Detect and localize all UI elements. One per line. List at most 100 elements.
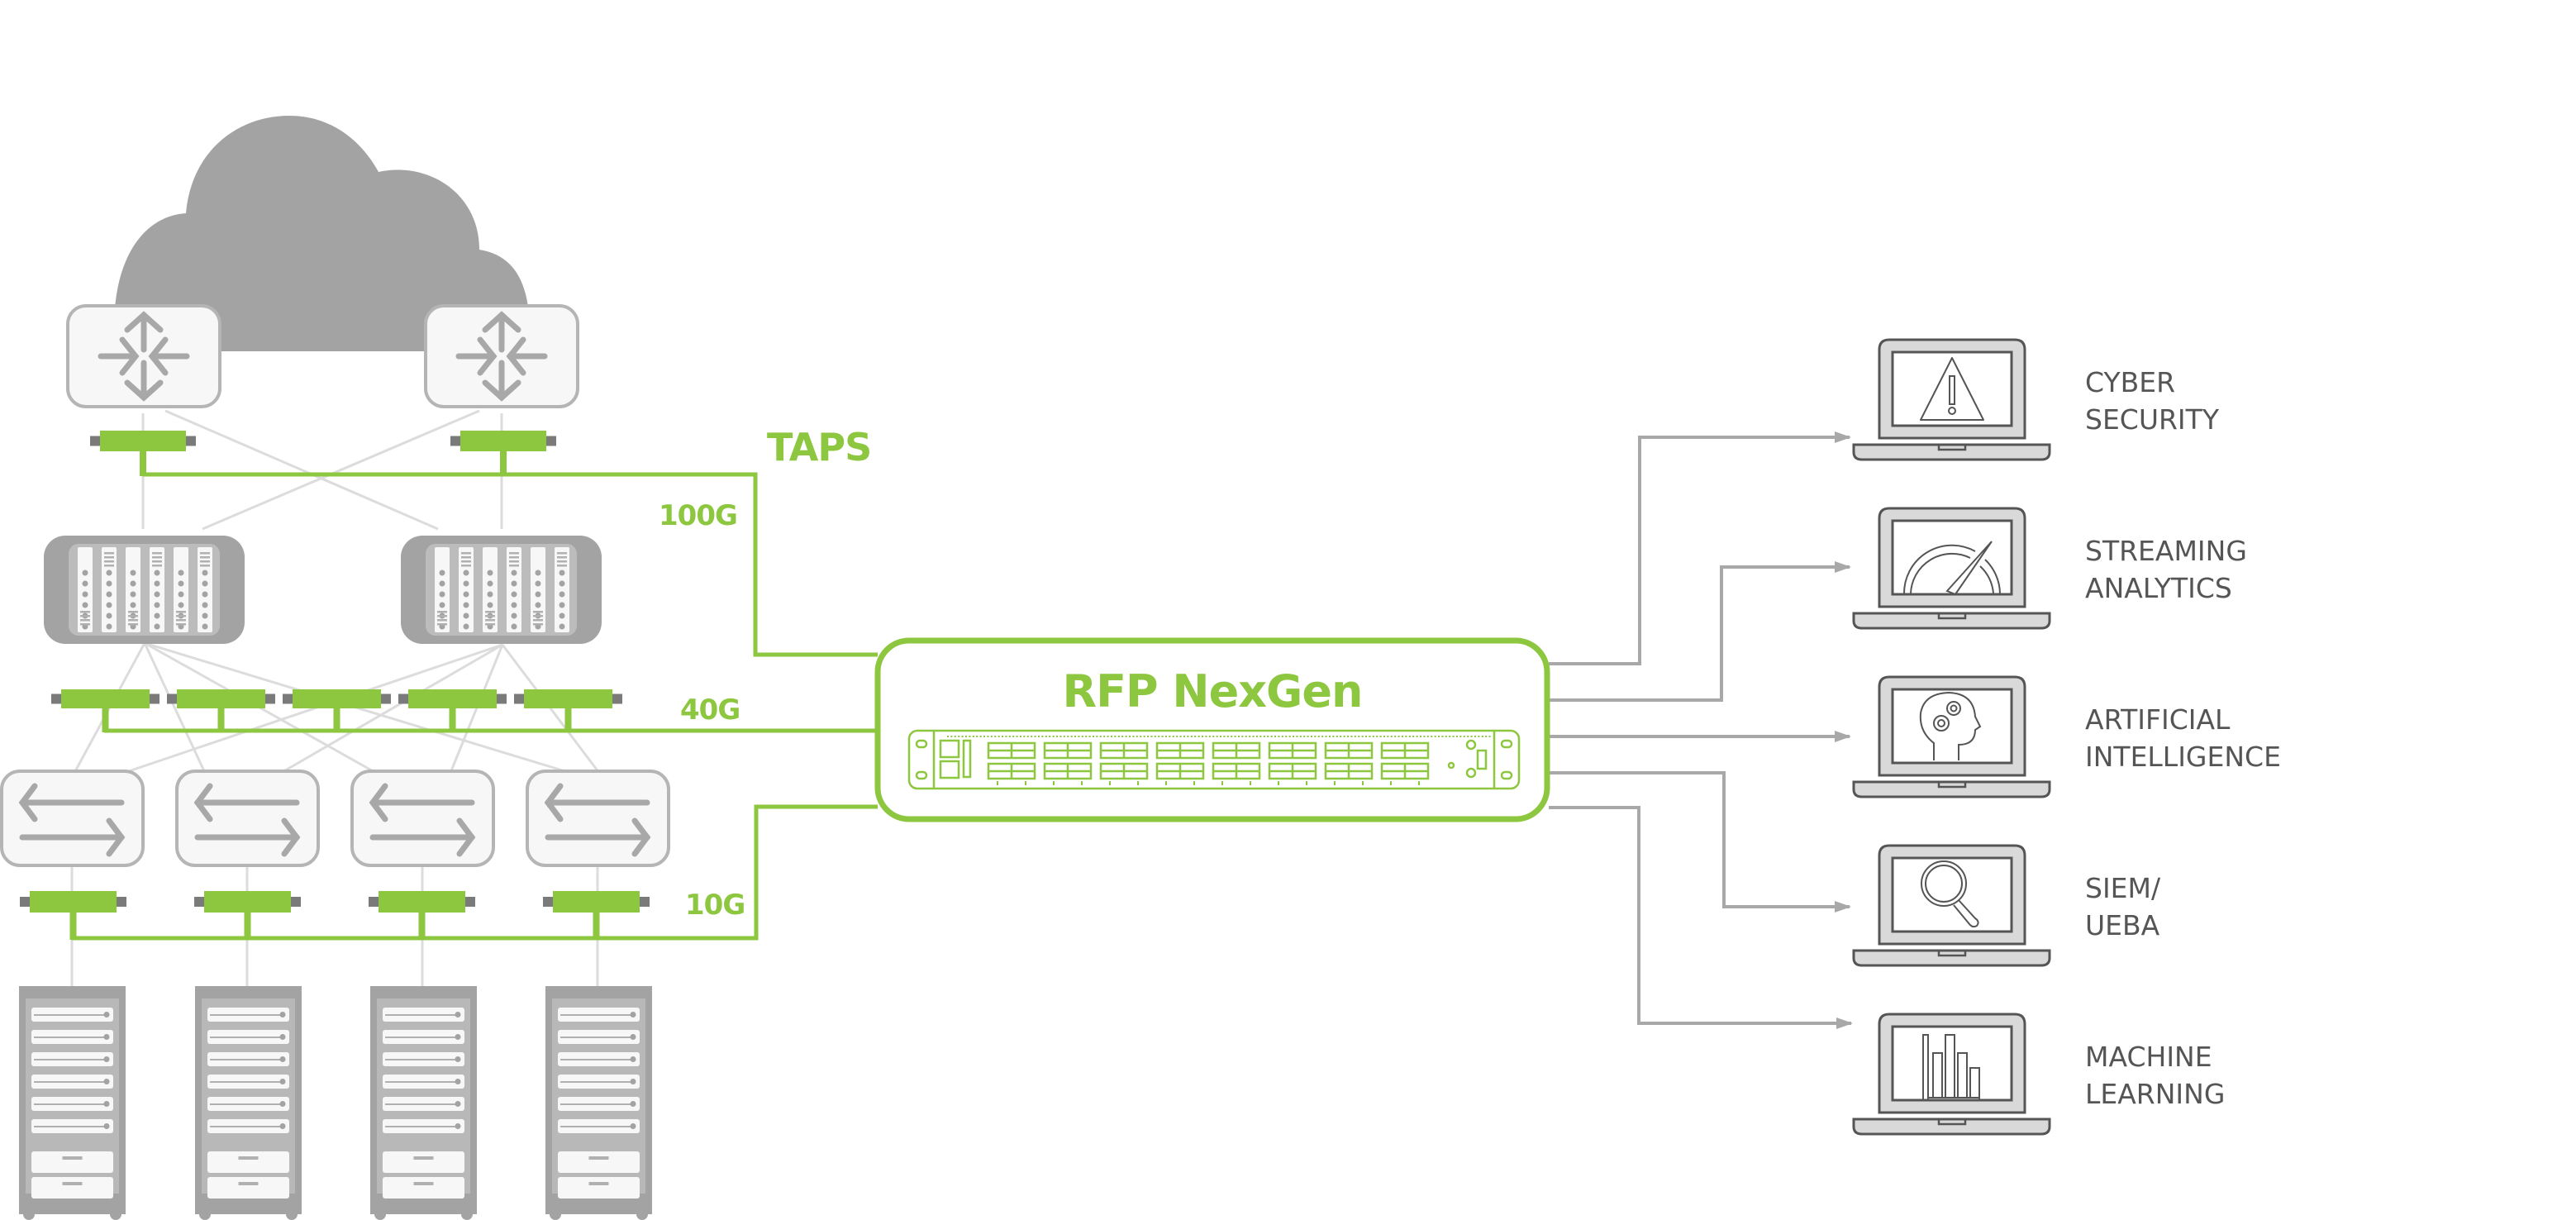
server-unit [207, 1097, 289, 1111]
server-unit [558, 1008, 640, 1022]
tap-body [61, 689, 150, 708]
brain-gears-icon [1919, 691, 1982, 760]
speed-label-100g: 100G [659, 499, 737, 532]
switch-icon[interactable] [175, 770, 320, 867]
server-rack-icon[interactable] [19, 986, 126, 1220]
tap-body [204, 891, 291, 913]
storage-unit [383, 1177, 464, 1199]
tap-group [20, 431, 650, 940]
tap-icon[interactable] [167, 689, 275, 732]
laptop-icon [1852, 675, 2051, 798]
rfp-nexgen-appliance[interactable]: RFP NexGen [874, 637, 1550, 822]
server-rack-icon[interactable] [545, 986, 652, 1220]
chassis-switch-icon[interactable] [401, 536, 602, 644]
router-body [66, 304, 221, 408]
switch-icon[interactable] [526, 770, 670, 867]
router-icon[interactable] [424, 304, 579, 408]
server-unit [558, 1119, 640, 1133]
tap-icon[interactable] [514, 689, 622, 732]
server-rack-icon[interactable] [370, 986, 477, 1220]
tap-body [293, 689, 381, 708]
laptop-icon [1852, 338, 2051, 461]
tap-icon[interactable] [90, 431, 196, 476]
storage-unit [207, 1151, 289, 1173]
bidirectional-arrows-icon [544, 783, 651, 857]
appliance-title: RFP NexGen [1063, 665, 1363, 717]
tap-icon[interactable] [369, 891, 475, 940]
chassis-switch-icon[interactable] [44, 536, 245, 644]
tap-body [177, 689, 265, 708]
router-icon[interactable] [66, 304, 221, 408]
tap-icon[interactable] [450, 431, 556, 476]
line-card [102, 547, 117, 632]
server-unit [31, 1052, 113, 1066]
server-unit [31, 1008, 113, 1022]
server-unit [31, 1097, 113, 1111]
cloud-icon [114, 116, 530, 351]
rack-wheel [199, 1208, 211, 1220]
gauge-icon [1902, 541, 2001, 596]
line-card [459, 547, 474, 632]
arrow-to-streaming-analytics [1549, 561, 1851, 702]
line-card [435, 547, 450, 632]
link [164, 409, 439, 531]
server-unit [383, 1008, 464, 1022]
server-unit [383, 1052, 464, 1066]
storage-unit [207, 1177, 289, 1199]
line-card [78, 547, 93, 632]
arrow-to-siem-ueba [1549, 771, 1851, 913]
server-unit [558, 1052, 640, 1066]
server-rack-group [19, 986, 652, 1220]
tool-item[interactable]: SIEM/UEBA [1852, 844, 2161, 967]
laptop-icon [1852, 844, 2051, 967]
link [143, 642, 207, 774]
router-body [424, 304, 579, 408]
tap-icon[interactable] [398, 689, 507, 732]
storage-unit [383, 1151, 464, 1173]
storage-unit [31, 1177, 113, 1199]
chassis-group [44, 536, 602, 644]
line-card [198, 547, 212, 632]
router-arrows-icon [455, 311, 548, 402]
link [501, 644, 601, 774]
server-rack-icon[interactable] [195, 986, 302, 1220]
rack-wheel [110, 1208, 121, 1220]
tool-label-line1: MACHINE [2085, 1041, 2212, 1073]
speed-label-40g: 40G [680, 693, 740, 727]
link [123, 643, 503, 774]
tap-icon[interactable] [283, 689, 391, 732]
tool-label-line1: SIEM/ [2085, 872, 2161, 904]
packet-broker-appliance-icon [907, 729, 1521, 790]
taps-title: TAPS [767, 425, 871, 469]
server-unit [207, 1052, 289, 1066]
tool-label-line2: SECURITY [2085, 403, 2220, 436]
storage-unit [558, 1151, 640, 1173]
tap-line-10g [72, 804, 878, 941]
tap-icon[interactable] [20, 891, 126, 940]
tool-item[interactable]: CYBER SECURITY [1852, 338, 2220, 461]
server-unit [383, 1097, 464, 1111]
line-card [126, 547, 140, 632]
magnifier-icon [1921, 860, 1979, 928]
tap-body [524, 689, 612, 708]
router-group [66, 304, 579, 408]
tap-icon[interactable] [51, 689, 160, 732]
tap-body [408, 689, 497, 708]
laptop-icon [1852, 507, 2051, 630]
tap-icon[interactable] [194, 891, 301, 940]
bidirectional-arrows-icon [193, 783, 301, 857]
tool-label-line1: CYBER [2085, 366, 2175, 398]
switch-icon[interactable] [350, 770, 495, 867]
tap-icon[interactable] [543, 891, 650, 940]
server-unit [558, 1097, 640, 1111]
switch-icon[interactable] [0, 770, 145, 867]
switch-body [0, 770, 145, 867]
tool-label-line1: STREAMING [2085, 535, 2247, 567]
rack-wheel [636, 1208, 648, 1220]
tool-label-line2: UEBA [2085, 909, 2160, 941]
